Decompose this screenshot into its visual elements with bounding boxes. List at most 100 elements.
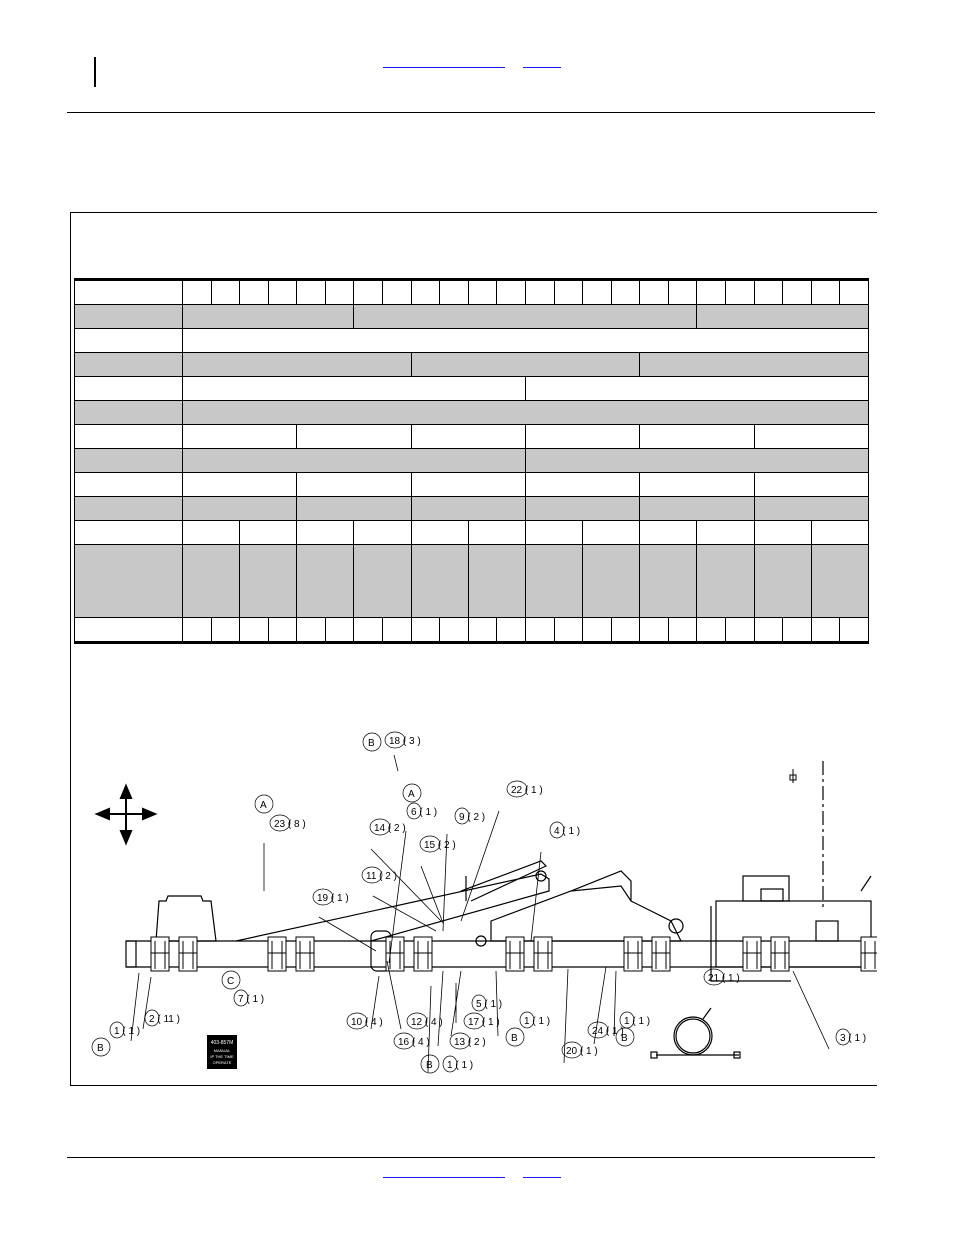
table-row-label <box>74 424 183 449</box>
configuration-table <box>74 278 870 644</box>
callout-2: 2 ( 11 ) <box>144 1009 180 1027</box>
table-cell <box>524 424 641 449</box>
header-divider <box>67 112 875 113</box>
table-cell <box>639 472 755 497</box>
table-cell <box>181 520 241 545</box>
header-link-page[interactable] <box>523 67 561 68</box>
table-cell <box>267 617 298 644</box>
table-cell <box>724 278 755 305</box>
svg-text:7 ( 1 ): 7 ( 1 ) <box>238 994 264 1005</box>
table-cell <box>181 496 298 521</box>
table-cell <box>524 544 584 618</box>
table-cell <box>353 617 384 644</box>
table-cell <box>296 472 412 497</box>
table-row <box>74 472 870 497</box>
svg-text:C: C <box>227 976 234 987</box>
header-link-title[interactable] <box>383 67 505 68</box>
callout-22: 22 ( 1 ) <box>506 780 543 798</box>
callout-21: 21 ( 1 ) <box>703 968 740 986</box>
callout-3: 3 ( 1 ) <box>835 1028 866 1046</box>
hose-coil <box>650 1007 741 1059</box>
table-cell <box>639 520 698 545</box>
table-cell <box>296 496 412 521</box>
callout-13: 13 ( 2 ) <box>449 1032 486 1050</box>
svg-text:9 ( 2 ): 9 ( 2 ) <box>459 812 485 823</box>
table-row <box>74 376 870 401</box>
table-cell <box>467 544 526 618</box>
table-cell <box>467 278 498 305</box>
table-cell <box>467 617 498 644</box>
table-row-label <box>74 376 183 401</box>
callout-16: 16 ( 4 ) <box>393 1032 430 1050</box>
callout-24: 24 ( 1 ) <box>587 1021 624 1039</box>
callout-7: 7 ( 1 ) C <box>221 970 264 1007</box>
table-row-label <box>74 278 183 305</box>
svg-text:2 ( 11 ): 2 ( 11 ) <box>149 1014 180 1025</box>
table-cell <box>753 424 870 449</box>
footer-link-page[interactable] <box>523 1177 561 1178</box>
callout-15: 15 ( 2 ) <box>419 835 456 853</box>
callout-11: 11 ( 2 ) <box>361 866 397 884</box>
svg-text:4 ( 1 ): 4 ( 1 ) <box>554 826 580 837</box>
decal-line-4: OPERATE <box>213 1060 232 1065</box>
table-cell <box>582 544 641 618</box>
table-cell <box>696 278 726 305</box>
table-cell <box>782 278 812 305</box>
decal-403-857m: 403-857M MANUAL IP THE TIME OPERATE <box>207 1035 237 1069</box>
row-unit <box>533 936 553 972</box>
decal-line-1: 403-857M <box>211 1040 234 1046</box>
table-cell <box>696 304 869 329</box>
callout-5: 5 ( 1 ) <box>471 994 502 1012</box>
table-row-label <box>74 448 183 473</box>
table-cell <box>753 520 812 545</box>
row-unit <box>770 936 790 972</box>
table-cell <box>610 617 641 644</box>
table-cell <box>296 520 355 545</box>
table-row <box>74 424 870 449</box>
table-cell <box>524 376 870 401</box>
table-cell <box>639 278 669 305</box>
table-row <box>74 278 869 305</box>
table-cell <box>810 278 841 305</box>
table-cell <box>353 304 698 329</box>
table-cell <box>410 424 526 449</box>
table-row-label <box>74 400 183 425</box>
row-unit <box>742 936 762 972</box>
row-unit <box>413 936 433 972</box>
svg-text:B: B <box>621 1033 628 1044</box>
parts-panel: 403-857M MANUAL IP THE TIME OPERATE <box>70 212 877 1086</box>
table-cell <box>181 544 241 618</box>
header-rule-vertical <box>94 57 96 87</box>
table-cell <box>524 472 641 497</box>
table-cell <box>782 617 812 644</box>
table-cell <box>696 520 755 545</box>
table-row <box>74 352 869 377</box>
svg-text:B: B <box>368 738 375 749</box>
table-cell <box>410 278 441 305</box>
callout-18: 18 ( 3 )B <box>362 731 421 752</box>
table-cell <box>753 278 784 305</box>
table-row <box>74 400 869 425</box>
table-cell <box>553 617 584 644</box>
table-cell <box>382 278 412 305</box>
svg-text:1 ( 1 ): 1 ( 1 ) <box>524 1016 550 1027</box>
table-cell <box>639 496 755 521</box>
table-cell <box>439 617 469 644</box>
svg-text:1 ( 1 ): 1 ( 1 ) <box>624 1016 650 1027</box>
table-cell <box>639 352 869 377</box>
row-units <box>150 936 877 972</box>
table-cell <box>496 617 526 644</box>
table-cell <box>553 278 584 305</box>
table-row <box>74 544 870 618</box>
table-row <box>74 520 870 545</box>
table-cell <box>267 278 298 305</box>
table-cell <box>753 496 870 521</box>
table-cell <box>524 617 555 644</box>
footer-link-title[interactable] <box>383 1177 505 1178</box>
svg-text:1 ( 1 ): 1 ( 1 ) <box>447 1060 473 1071</box>
table-cell <box>239 278 269 305</box>
table-row <box>74 617 869 644</box>
table-cell <box>382 617 412 644</box>
table-cell <box>582 520 641 545</box>
table-cell <box>524 448 870 473</box>
